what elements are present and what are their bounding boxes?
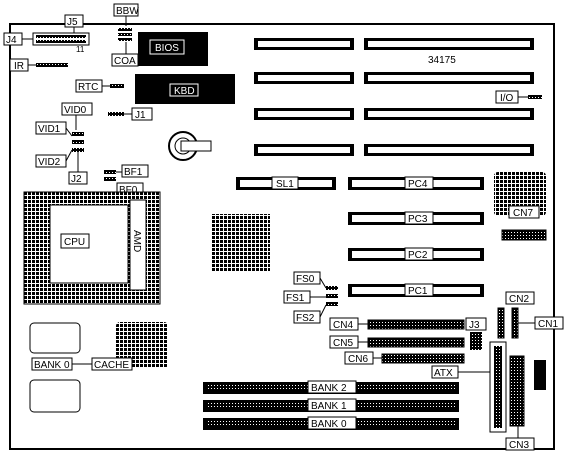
label-j2: J2 xyxy=(71,174,82,185)
label-sl1: SL1 xyxy=(276,179,294,190)
label-bios: BIOS xyxy=(155,43,179,54)
label-cn3: CN3 xyxy=(509,440,529,451)
label-bf0: BF0 xyxy=(119,185,138,196)
atx-power-connector: ATX CN3 xyxy=(431,341,546,451)
chipset-north xyxy=(212,214,270,272)
label-fs0: FS0 xyxy=(296,274,315,285)
label-bank1: BANK 1 xyxy=(311,401,347,412)
cpu-socket: CPU AMD xyxy=(23,191,161,305)
label-j3: J3 xyxy=(469,320,480,331)
label-cn5: CN5 xyxy=(333,338,353,349)
label-fs2: FS2 xyxy=(296,313,315,324)
battery xyxy=(168,131,212,161)
fs-jumpers: FS0 FS1 FS2 xyxy=(283,271,338,324)
ide-floppy-connectors: CN4 J3 CN5 CN6 xyxy=(329,317,487,365)
label-vid1: VID1 xyxy=(38,124,61,135)
label-j1: J1 xyxy=(135,110,146,121)
bbw-coa-jumpers: BBW COA xyxy=(111,3,139,67)
label-cache: CACHE xyxy=(94,360,129,371)
label-cn6: CN6 xyxy=(348,354,368,365)
label-cn4: CN4 xyxy=(333,320,353,331)
label-vid0: VID0 xyxy=(64,105,87,116)
j4-j5-header: J5 J4 11 xyxy=(3,14,90,54)
board-id: 34175 xyxy=(428,55,456,66)
label-rtc: RTC xyxy=(78,82,98,93)
label-bank2: BANK 2 xyxy=(311,383,347,394)
pci-slot-pc2: PC2 xyxy=(348,247,484,261)
label-pc2: PC2 xyxy=(408,250,428,261)
memory-bank-2: BANK 2 xyxy=(203,380,459,394)
label-ir: IR xyxy=(14,61,24,72)
chipset-cn7-chip xyxy=(494,172,546,216)
label-pc1: PC1 xyxy=(408,286,428,297)
label-bank0: BANK 0 xyxy=(311,419,347,430)
label-j4-pin: 11 xyxy=(76,45,85,54)
pci-slot-pc4: PC4 xyxy=(348,176,484,190)
pci-slot-pc3: PC3 xyxy=(348,211,484,225)
label-io: I/O xyxy=(500,93,514,104)
label-j4: J4 xyxy=(6,35,17,46)
label-cpu: CPU xyxy=(64,237,85,248)
label-cn2: CN2 xyxy=(509,294,529,305)
label-coa: COA xyxy=(114,56,136,67)
cn1-cn2-connectors: CN2 CN1 xyxy=(497,291,564,339)
isa-slots xyxy=(254,38,534,156)
label-fs1: FS1 xyxy=(286,293,305,304)
rtc-jumper: RTC xyxy=(75,79,124,93)
cn7-connector: CN7 xyxy=(501,205,547,241)
memory-bank-0: BANK 0 xyxy=(203,416,459,430)
j1-jumper: J1 xyxy=(108,107,153,121)
label-vid2: VID2 xyxy=(38,157,61,168)
label-bbw: BBW xyxy=(116,6,139,17)
label-cn1: CN1 xyxy=(538,319,558,330)
label-kbd: KBD xyxy=(174,86,195,97)
kbd-chip: KBD xyxy=(135,74,235,104)
label-atx: ATX xyxy=(434,368,453,379)
pci-slot-pc1: PC1 xyxy=(348,283,484,297)
vid-jumpers: VID0 VID1 VID2 J2 xyxy=(35,102,93,185)
ir-header: IR xyxy=(9,58,68,72)
sl1-slot: SL1 xyxy=(236,176,336,190)
bios-chip: BIOS xyxy=(138,32,208,66)
label-bf1: BF1 xyxy=(124,167,143,178)
label-pc4: PC4 xyxy=(408,179,428,190)
label-amd: AMD xyxy=(131,230,142,252)
label-pc3: PC3 xyxy=(408,214,428,225)
io-jumper: I/O xyxy=(495,90,542,104)
label-j5: J5 xyxy=(67,17,78,28)
memory-bank-1: BANK 1 xyxy=(203,398,459,412)
cache-chips: BANK 0 CACHE xyxy=(29,322,168,413)
label-cn7: CN7 xyxy=(513,208,533,219)
label-bank0-cache: BANK 0 xyxy=(34,360,70,371)
